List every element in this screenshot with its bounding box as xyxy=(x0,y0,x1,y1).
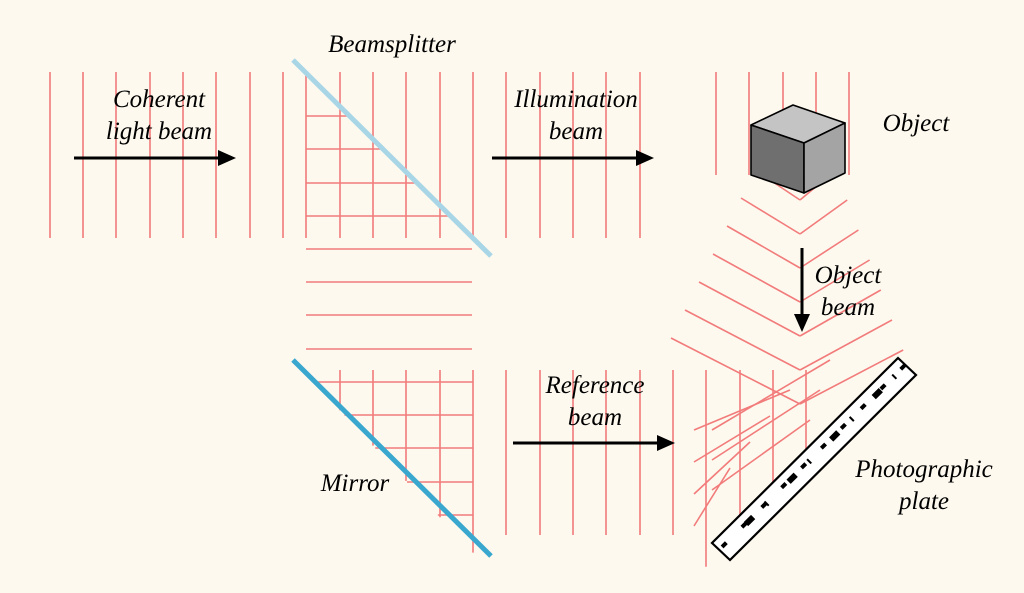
wavefront-line xyxy=(740,197,801,235)
plate-frame xyxy=(710,356,918,562)
arrow-icon xyxy=(218,150,236,166)
wavefront-line xyxy=(711,359,831,431)
wavefront-line xyxy=(684,309,801,371)
beam-arrows xyxy=(74,150,810,451)
photographic-plate xyxy=(710,356,918,562)
wavefront-line xyxy=(799,349,904,405)
wavefront-line xyxy=(698,281,801,337)
wavefront-line xyxy=(799,199,848,235)
object-label: Object xyxy=(882,110,950,137)
reference-beam-arrow xyxy=(513,435,675,451)
arrow-icon xyxy=(794,314,810,332)
wavefront-line xyxy=(799,289,882,337)
arrow-icon xyxy=(636,150,654,166)
arrow-icon xyxy=(657,435,675,451)
mirror-label: Mirror xyxy=(320,470,390,497)
wavefront-line xyxy=(799,229,859,269)
cube-icon xyxy=(750,104,846,194)
wavefront-line xyxy=(693,441,751,495)
object-beam-arrow xyxy=(794,248,810,332)
wavefronts xyxy=(49,72,904,567)
coherent-beam-arrow xyxy=(74,150,236,166)
wavefront-line xyxy=(711,389,821,461)
beamsplitter-label: Beamsplitter xyxy=(328,31,456,58)
illumination-beam-arrow xyxy=(492,150,654,166)
cube-side-face xyxy=(803,122,846,194)
optics xyxy=(291,58,493,558)
wavefront-line xyxy=(799,319,893,371)
wavefront-line xyxy=(711,419,811,491)
mirror-surface xyxy=(291,358,493,558)
wavefront-line xyxy=(799,259,871,303)
beamsplitter-glass xyxy=(291,58,493,258)
wavefront-line xyxy=(693,467,731,527)
wavefront-line xyxy=(693,415,771,463)
wavefront-line xyxy=(670,337,801,405)
wavefront-line xyxy=(712,253,801,303)
wavefront-line xyxy=(693,389,791,431)
wavefront-line xyxy=(726,225,801,269)
